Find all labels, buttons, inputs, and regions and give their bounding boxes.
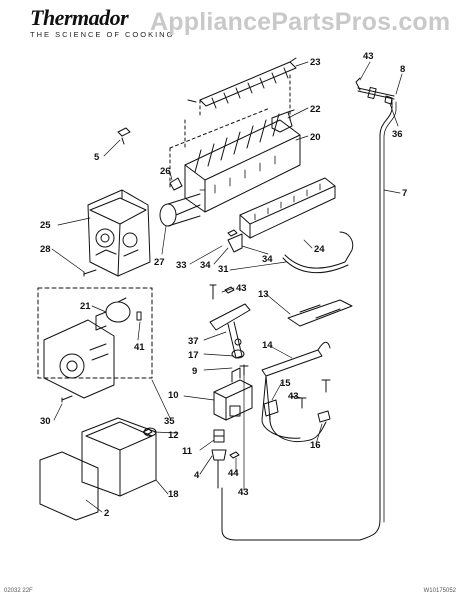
callout-11: 11 xyxy=(182,446,193,457)
callout-20: 20 xyxy=(310,132,321,143)
callout-22: 22 xyxy=(310,104,321,115)
callout-31: 31 xyxy=(218,264,229,275)
brand-tagline: THE SCIENCE OF COOKING xyxy=(30,30,175,39)
callout-2: 2 xyxy=(104,508,109,519)
brand-name: Thermador xyxy=(30,5,129,30)
callout-7: 7 xyxy=(402,188,407,199)
shutoff-arm xyxy=(209,299,353,439)
callout-43: 43 xyxy=(288,391,299,402)
callout-25: 25 xyxy=(40,220,51,231)
mold-bracket xyxy=(271,109,295,133)
callout-43: 43 xyxy=(363,51,374,62)
fill-tube xyxy=(221,77,397,541)
callout-16: 16 xyxy=(310,440,321,451)
callouts: 23 43 8 22 36 20 5 26 7 25 28 27 24 33 3… xyxy=(40,51,407,519)
valve-fittings xyxy=(143,427,227,489)
callout-34: 34 xyxy=(200,260,211,271)
drive-coupling xyxy=(159,177,201,227)
watermark: AppliancePartsPros.com xyxy=(150,8,451,36)
callout-24: 24 xyxy=(314,244,325,255)
callout-15: 15 xyxy=(280,378,291,389)
callout-21: 21 xyxy=(80,301,91,312)
callout-9: 9 xyxy=(192,366,197,377)
callout-33: 33 xyxy=(176,260,187,271)
footer-code-right: W10175052 xyxy=(423,588,456,594)
callout-13: 13 xyxy=(258,289,269,300)
motor-subassembly xyxy=(37,287,153,399)
cover-insulation xyxy=(39,451,99,521)
ice-stripper xyxy=(239,177,336,239)
callout-34: 34 xyxy=(262,254,273,265)
brand-logo: Thermador THE SCIENCE OF COOKING xyxy=(30,5,175,40)
callout-17: 17 xyxy=(188,350,199,361)
callout-14: 14 xyxy=(262,340,273,351)
callout-26: 26 xyxy=(160,166,171,177)
callout-37: 37 xyxy=(188,336,199,347)
callout-8: 8 xyxy=(400,64,405,75)
callout-43: 43 xyxy=(236,283,247,294)
callout-5: 5 xyxy=(94,152,100,163)
callout-18: 18 xyxy=(168,489,179,500)
control-housing xyxy=(87,189,151,277)
callout-30: 30 xyxy=(40,416,51,427)
callout-28: 28 xyxy=(40,244,51,255)
callout-35: 35 xyxy=(164,416,175,427)
callout-36: 36 xyxy=(392,129,403,140)
ejector-rake xyxy=(187,57,297,109)
callout-23: 23 xyxy=(310,57,321,68)
callout-41: 41 xyxy=(134,342,145,353)
mold-heater xyxy=(284,231,354,269)
screws xyxy=(61,127,331,459)
callout-10: 10 xyxy=(168,390,179,401)
ice-mold xyxy=(169,74,301,213)
callout-44: 44 xyxy=(228,468,239,479)
callout-12: 12 xyxy=(168,430,179,441)
mold-bracket-left xyxy=(227,233,243,253)
switch-harness xyxy=(263,399,331,442)
leader-lines xyxy=(51,61,403,513)
callout-4: 4 xyxy=(194,470,200,481)
water-valve xyxy=(213,338,253,421)
callout-43: 43 xyxy=(238,487,249,498)
footer-code-left: 02032 22F xyxy=(4,588,33,594)
callout-27: 27 xyxy=(154,257,165,268)
